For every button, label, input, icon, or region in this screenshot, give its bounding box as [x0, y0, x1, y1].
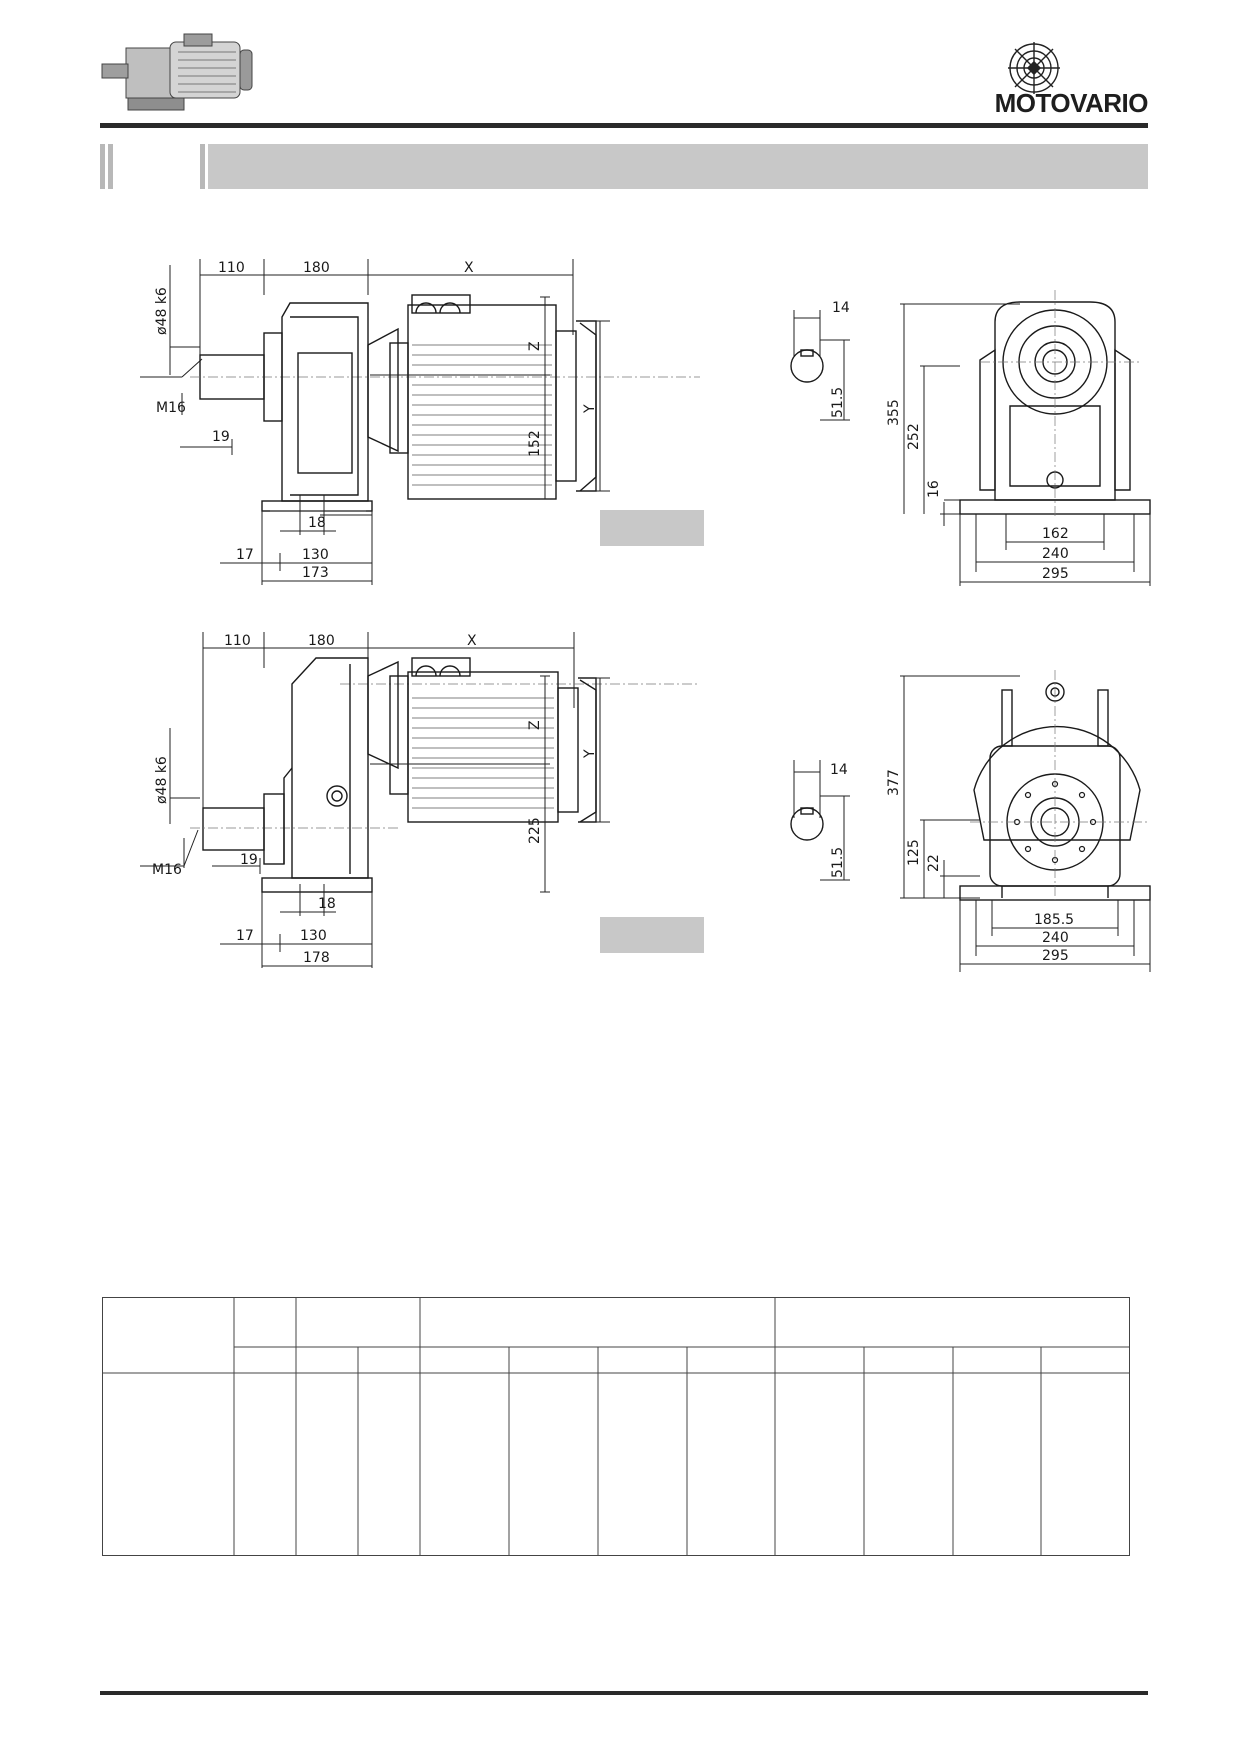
dim-162: 162 — [1042, 526, 1069, 542]
dim-173: 173 — [302, 565, 329, 581]
dim-152: 152 — [527, 430, 543, 457]
dim-125: 125 — [906, 839, 922, 866]
dim-m16: M16 — [156, 400, 186, 416]
dim-m16: M16 — [152, 862, 182, 878]
dim-16: 16 — [926, 480, 942, 498]
header-rule — [100, 123, 1148, 128]
dim-178: 178 — [303, 950, 330, 966]
dimension-table — [102, 1297, 1130, 1556]
dim-19: 19 — [240, 852, 258, 868]
variant-tag-top — [600, 510, 704, 546]
dim-240: 240 — [1042, 546, 1069, 562]
dim-18: 18 — [308, 515, 326, 531]
drawing-bottom-side-view: 110 180 X ø48 k6 M16 Z Y 225 — [140, 632, 700, 968]
dim-180: 180 — [308, 633, 335, 649]
dim-180: 180 — [303, 260, 330, 276]
brand-emblem-icon — [1008, 42, 1060, 94]
dim-252: 252 — [906, 423, 922, 450]
footer-rule — [100, 1691, 1148, 1695]
dim-185-5: 185.5 — [1034, 912, 1074, 928]
dim-y: Y — [582, 404, 598, 414]
product-thumbnail — [101, 33, 253, 111]
dim-key-51-5: 51.5 — [830, 387, 846, 418]
dim-377: 377 — [886, 769, 902, 796]
dim-355: 355 — [886, 399, 902, 426]
dim-z: Z — [527, 341, 543, 351]
dim-key-51-5: 51.5 — [830, 847, 846, 878]
dim-295: 295 — [1042, 566, 1069, 582]
dim-130: 130 — [300, 928, 327, 944]
dim-295: 295 — [1042, 948, 1069, 964]
dim-17: 17 — [236, 928, 254, 944]
dim-240: 240 — [1042, 930, 1069, 946]
dim-22: 22 — [926, 854, 942, 872]
dim-x: X — [464, 260, 474, 276]
dim-130: 130 — [302, 547, 329, 563]
dim-key-14: 14 — [832, 300, 850, 316]
drawing-top-side-view: 110 180 X ø48 k6 M16 Z Y 152 — [140, 259, 700, 585]
drawing-bottom-front-view: 14 51.5 377 125 22 185.5 240 295 — [790, 670, 1151, 972]
dim-shaft-diameter: ø48 k6 — [154, 287, 170, 335]
dim-110: 110 — [218, 260, 245, 276]
section-band — [100, 144, 1148, 189]
dim-x: X — [467, 633, 477, 649]
dim-17: 17 — [236, 547, 254, 563]
brand-logo: MOTOVARIO — [994, 88, 1149, 118]
dim-225: 225 — [527, 817, 543, 844]
drawing-top-front-view: 14 51.5 355 252 16 162 240 295 — [790, 290, 1151, 586]
dim-110: 110 — [224, 633, 251, 649]
variant-tag-bottom — [600, 917, 704, 953]
dim-z: Z — [527, 720, 543, 730]
dim-key-14: 14 — [830, 762, 848, 778]
dim-19: 19 — [212, 429, 230, 445]
dim-18: 18 — [318, 896, 336, 912]
dim-shaft-diameter: ø48 k6 — [154, 756, 170, 804]
dim-y: Y — [582, 749, 598, 759]
